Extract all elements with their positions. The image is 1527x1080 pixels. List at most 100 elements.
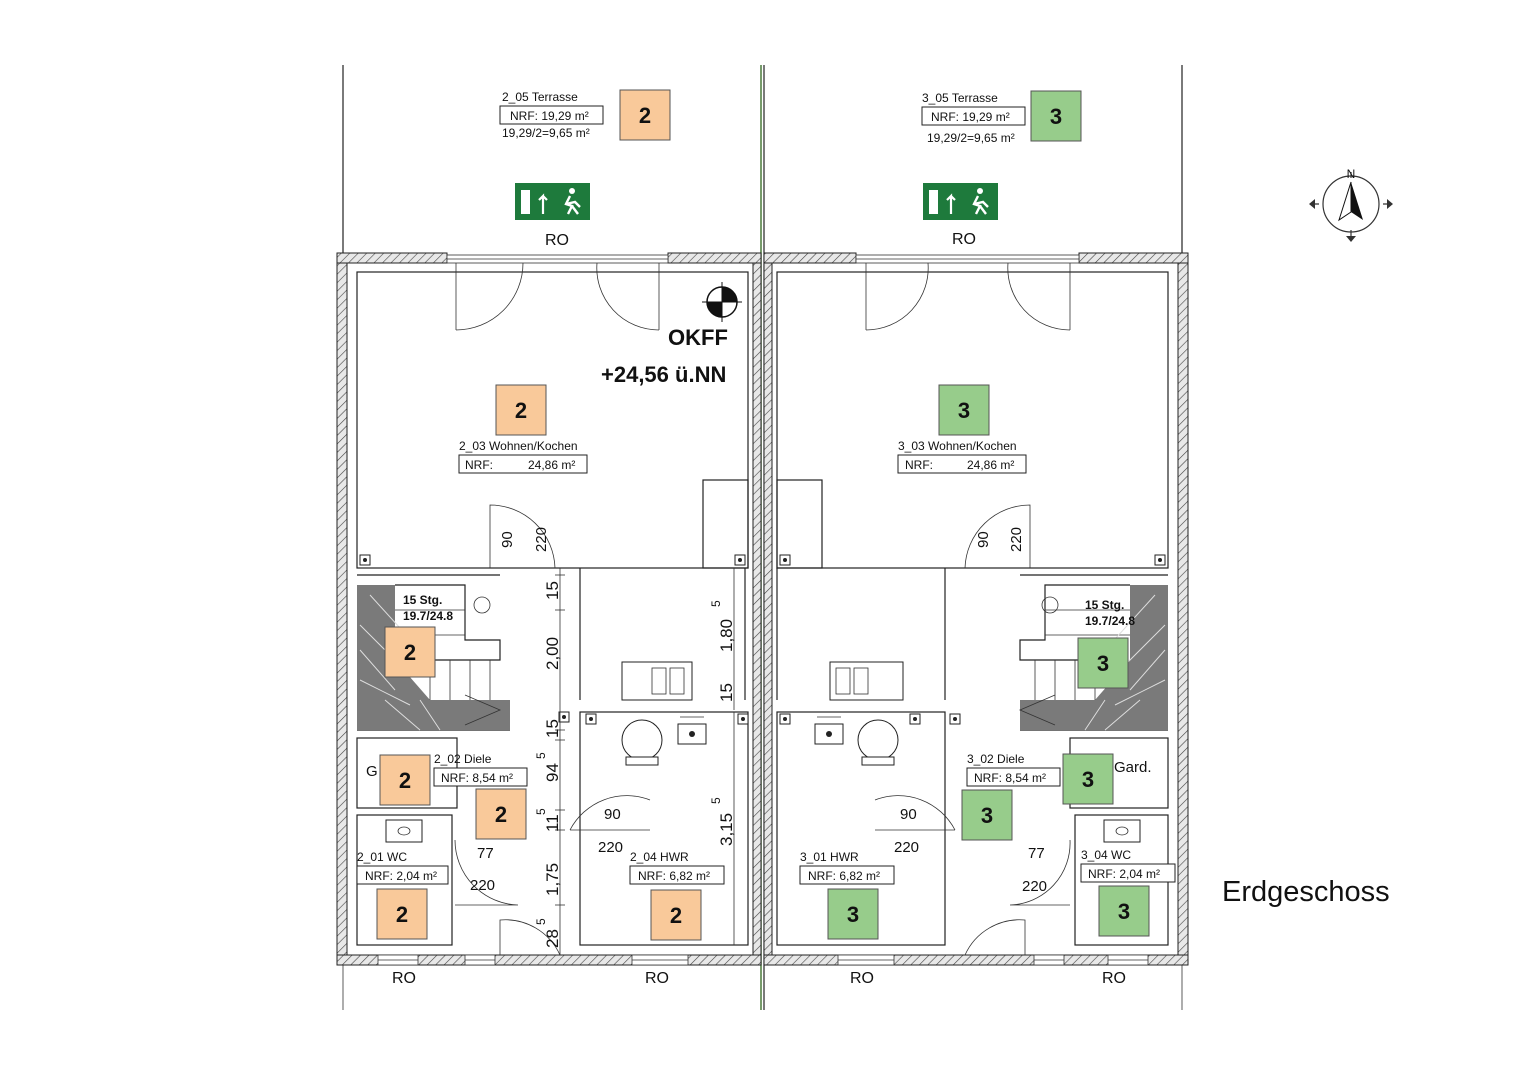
dim-text: 15 bbox=[543, 581, 562, 600]
level-value: +24,56 ü.NN bbox=[601, 362, 726, 387]
wall-right-unit3 bbox=[1177, 262, 1189, 956]
room-name: 3_01 HWR bbox=[800, 850, 859, 864]
room-nrf: NRF: 19,29 m² bbox=[510, 109, 589, 123]
unit-tag bbox=[1077, 637, 1129, 689]
wardrobe-label: Gard. bbox=[1114, 759, 1152, 776]
washing-machine-icon bbox=[621, 719, 663, 766]
unit-tag bbox=[619, 89, 671, 141]
room-nrf: NRF: 8,54 m² bbox=[441, 771, 513, 785]
washing-machine-icon bbox=[857, 719, 899, 766]
dim-text: 220 bbox=[1008, 527, 1025, 552]
room-calc: 19,29/2=9,65 m² bbox=[502, 126, 590, 140]
unit2-dimension-lines bbox=[555, 568, 735, 955]
sink-icon bbox=[677, 716, 707, 745]
wall-bottom-unit2 bbox=[336, 954, 762, 966]
level-label: OKFF bbox=[668, 325, 728, 350]
unit-tag bbox=[379, 754, 431, 806]
level-marker-icon bbox=[702, 282, 742, 322]
stair-ratio: 19.7/24.8 bbox=[1085, 614, 1135, 628]
unit-tag-number: 2 bbox=[639, 103, 651, 128]
wall-top-right-unit3 bbox=[1078, 252, 1189, 264]
dim-text-sup: 5 bbox=[709, 600, 723, 607]
dim-text: 90 bbox=[975, 531, 992, 548]
room-nrf: NRF: 6,82 m² bbox=[808, 869, 880, 883]
unit-tag-number: 3 bbox=[981, 803, 993, 828]
room-nrf: NRF: 19,29 m² bbox=[931, 110, 1010, 124]
room-name: 2_03 Wohnen/Kochen bbox=[459, 439, 578, 453]
unit-tag-number: 2 bbox=[515, 398, 527, 423]
dim-text: 3,15 bbox=[717, 813, 736, 846]
dim-text: 220 bbox=[470, 877, 495, 894]
ro-label: RO bbox=[392, 970, 416, 987]
dim-text: 1,80 bbox=[717, 619, 736, 652]
ro-label: RO bbox=[645, 970, 669, 987]
dim-text-sup: 5 bbox=[534, 808, 548, 815]
room-nrf-label: NRF: bbox=[905, 458, 933, 472]
unit-tag-number: 2 bbox=[396, 902, 408, 927]
dim-text: 220 bbox=[894, 839, 919, 856]
wc-sink-icon bbox=[1103, 819, 1141, 843]
unit3-room-tags: 3 3 3 3 3 3 3 bbox=[827, 90, 1150, 940]
unit-tag bbox=[475, 788, 527, 840]
room-nrf: NRF: 6,82 m² bbox=[638, 869, 710, 883]
sink-icon bbox=[814, 716, 844, 745]
room-nrf-label: NRF: bbox=[465, 458, 493, 472]
wall-top-left-unit3 bbox=[763, 252, 857, 264]
compass-north-letter: N bbox=[1347, 167, 1356, 181]
unit2-interior-doors bbox=[454, 504, 651, 956]
unit-tag-number: 3 bbox=[1082, 767, 1094, 792]
unit-tag-number: 3 bbox=[847, 902, 859, 927]
room-nrf-value: 24,86 m² bbox=[528, 458, 575, 472]
ro-label: RO bbox=[545, 232, 569, 249]
unit-tag bbox=[1030, 90, 1082, 142]
room-name: 3_04 WC bbox=[1081, 848, 1131, 862]
wall-party-unit3 bbox=[763, 262, 773, 956]
wall-top-right-unit2 bbox=[667, 252, 762, 264]
room-name: 3_02 Diele bbox=[967, 752, 1025, 766]
emergency-exit-sign-icon bbox=[515, 183, 590, 220]
dim-text: 90 bbox=[604, 806, 621, 823]
room-nrf-value: 24,86 m² bbox=[967, 458, 1014, 472]
ro-label: RO bbox=[1102, 970, 1126, 987]
wall-top-left-unit2 bbox=[336, 252, 448, 264]
unit2-hwr bbox=[579, 711, 749, 946]
unit-tag bbox=[495, 384, 547, 436]
unit-tag-number: 2 bbox=[670, 903, 682, 928]
unit-tag-number: 3 bbox=[958, 398, 970, 423]
unit3-living-room bbox=[776, 271, 1169, 569]
dim-text: 77 bbox=[477, 845, 494, 862]
dim-text: 11 bbox=[543, 814, 562, 832]
dim-text: 90 bbox=[499, 531, 516, 548]
stair-ratio: 19.7/24.8 bbox=[403, 609, 453, 623]
dim-text: 90 bbox=[900, 806, 917, 823]
emergency-exit-sign-icon bbox=[923, 183, 998, 220]
room-name: 2_04 HWR bbox=[630, 850, 689, 864]
unit-tag bbox=[961, 789, 1013, 841]
floor-title: Erdgeschoss bbox=[1222, 876, 1390, 908]
wall-bottom-unit3 bbox=[763, 954, 1189, 966]
unit-tag-number: 3 bbox=[1097, 651, 1109, 676]
room-nrf: NRF: 2,04 m² bbox=[1088, 867, 1160, 881]
unit-tag bbox=[827, 888, 879, 940]
dim-text: 15 bbox=[717, 683, 736, 702]
unit2-room-tags: 2 2 2 2 2 2 2 bbox=[376, 89, 702, 941]
room-name: 2_02 Diele bbox=[434, 752, 492, 766]
unit-tag bbox=[938, 384, 990, 436]
dim-text: 94 bbox=[543, 763, 562, 782]
unit-tag-number: 2 bbox=[399, 768, 411, 793]
unit-tag bbox=[376, 888, 428, 940]
room-name: 2_05 Terrasse bbox=[502, 90, 578, 104]
dim-text-sup: 5 bbox=[534, 918, 548, 925]
dim-text: 2,00 bbox=[543, 637, 562, 670]
stair-steps: 15 Stg. bbox=[1085, 598, 1124, 612]
room-nrf: NRF: 8,54 m² bbox=[974, 771, 1046, 785]
unit3-terrace-doors bbox=[865, 262, 1071, 331]
unit2-terrace-doors bbox=[455, 262, 660, 331]
unit-tag-number: 2 bbox=[404, 640, 416, 665]
wardrobe-label: G bbox=[366, 763, 378, 780]
unit-tag-number: 2 bbox=[495, 802, 507, 827]
room-nrf: NRF: 2,04 m² bbox=[365, 869, 437, 883]
ro-label: RO bbox=[952, 231, 976, 248]
north-arrow-icon bbox=[1309, 172, 1393, 242]
dim-text-sup: 5 bbox=[534, 752, 548, 759]
